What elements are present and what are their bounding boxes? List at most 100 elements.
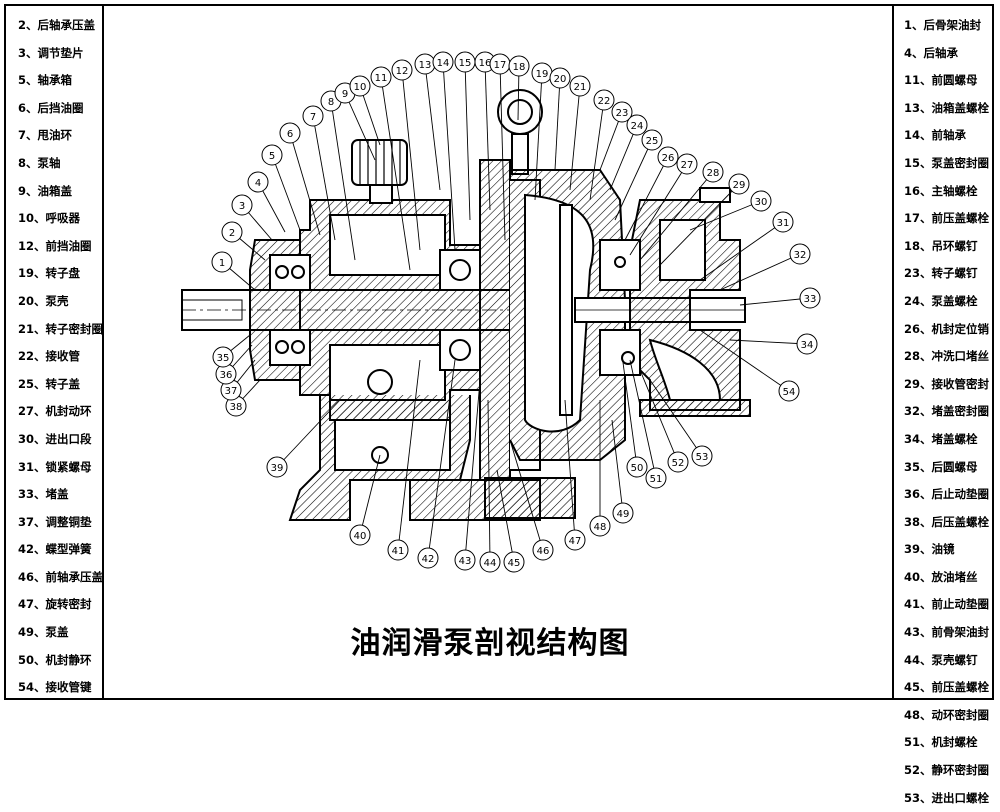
callout-leader-line <box>621 354 638 468</box>
right-legend-item: 32、堵盖密封圈 <box>904 404 990 419</box>
callout-leader-line <box>719 253 801 291</box>
callout-number: 16 <box>479 58 492 69</box>
callout-balloon <box>799 287 821 309</box>
right-legend-item: 44、泵壳螺钉 <box>904 652 978 667</box>
callout-leader-line <box>564 399 576 541</box>
left-legend-item: 37、调整铜垫 <box>18 514 92 529</box>
callout-leader-line <box>330 100 356 261</box>
callout-leader-line <box>659 183 740 266</box>
callout-balloon <box>691 445 713 467</box>
callout-number: 25 <box>646 136 659 147</box>
callout-number: 47 <box>569 536 582 547</box>
callout-7: 7 <box>302 105 336 241</box>
callout-26: 26 <box>624 146 679 241</box>
front-bearing-cover <box>479 159 511 481</box>
callout-leader-line <box>464 61 471 221</box>
callout-14: 14 <box>432 51 456 251</box>
callout-25: 25 <box>614 129 663 221</box>
left-legend-item: 33、堵盖 <box>18 487 69 502</box>
callout-leader-line <box>699 221 784 281</box>
callout-balloon <box>479 551 501 573</box>
oil-sight-glass <box>367 369 393 395</box>
right-legend-item: 1、后骨架油封 <box>904 18 982 32</box>
callout-29: 29 <box>659 173 750 266</box>
callout-number: 11 <box>375 73 388 84</box>
callout-30: 30 <box>689 190 772 231</box>
callout-number: 46 <box>537 546 550 557</box>
callout-number: 10 <box>354 82 367 93</box>
callout-number: 4 <box>255 178 261 189</box>
callout-53: 53 <box>649 379 713 467</box>
left-legend-item: 54、接收管键 <box>18 680 92 695</box>
callout-number: 15 <box>459 58 472 69</box>
callout-49: 49 <box>611 419 634 524</box>
callout-number: 9 <box>342 89 348 100</box>
left-legend-item: 12、前挡油圈 <box>18 238 92 253</box>
callout-number: 28 <box>707 168 720 179</box>
callout-40: 40 <box>349 454 381 546</box>
callout-number: 19 <box>536 69 549 80</box>
callout-balloon <box>349 75 371 97</box>
right-legend-item: 16、主轴螺栓 <box>904 183 978 198</box>
right-legend-item: 51、机封螺栓 <box>904 735 978 750</box>
callout-number: 22 <box>598 96 611 107</box>
callout-leader-line <box>401 69 421 251</box>
callout-number: 31 <box>777 218 790 229</box>
right-legend-item: 17、前压盖螺栓 <box>904 211 990 226</box>
callout-number: 35 <box>217 353 230 364</box>
left-legend-item: 46、前轴承压盖 <box>18 569 104 584</box>
callout-number: 29 <box>733 180 746 191</box>
callout-number: 53 <box>696 452 709 463</box>
callout-52: 52 <box>639 369 689 473</box>
callout-leader-line <box>614 139 653 221</box>
drawing-frame <box>4 4 994 700</box>
callout-balloon <box>626 114 648 136</box>
callout-leader-line <box>496 469 515 563</box>
callout-44: 44 <box>479 399 501 573</box>
left-legend-item: 6、后挡油圈 <box>18 100 84 115</box>
right-legend-item: 36、后止动垫圈 <box>904 487 990 502</box>
left-legend-item: 42、蝶型弹簧 <box>18 542 92 557</box>
callout-34: 34 <box>729 333 818 355</box>
callout-number: 7 <box>310 112 316 123</box>
left-legend-item: 8、泵轴 <box>18 155 61 170</box>
callout-balloon <box>778 380 800 402</box>
right-legend-item: 35、后圆螺母 <box>904 459 978 474</box>
callout-number: 54 <box>783 387 796 398</box>
callout-35: 35 <box>212 334 251 368</box>
callout-leader-line <box>344 92 376 161</box>
callout-24: 24 <box>609 114 648 191</box>
callout-28: 28 <box>639 161 724 261</box>
callout-number: 32 <box>794 250 807 261</box>
callout-number: 41 <box>392 546 405 557</box>
callout-leader-line <box>534 72 543 201</box>
callout-46: 46 <box>509 439 554 561</box>
right-legend-item: 18、吊环螺钉 <box>904 238 978 253</box>
callout-39: 39 <box>266 399 341 478</box>
left-legend-item: 50、机封静环 <box>18 652 92 667</box>
callout-4: 4 <box>247 171 286 233</box>
callout-leader-line <box>624 156 669 241</box>
left-legend-item: 10、呼吸器 <box>18 211 81 226</box>
callout-balloon <box>266 456 288 478</box>
callout-balloon <box>772 211 794 233</box>
callout-number: 50 <box>631 463 644 474</box>
left-legend-item: 19、转子盘 <box>18 266 81 281</box>
callout-number: 14 <box>437 58 450 69</box>
right-legend-item: 4、后轴承 <box>904 45 959 60</box>
callout-leader-line <box>509 439 544 551</box>
callout-number: 6 <box>287 129 293 140</box>
callout-number: 34 <box>801 340 814 351</box>
callout-balloon <box>532 539 554 561</box>
right-legend-item: 28、冲洗口堵丝 <box>904 349 990 364</box>
callout-number: 24 <box>631 121 644 132</box>
callout-number: 18 <box>513 62 526 73</box>
right-legend-item: 15、泵盖密封圈 <box>904 155 990 170</box>
callout-42: 42 <box>417 359 456 569</box>
callout-balloon <box>667 451 689 473</box>
callout-number: 23 <box>616 108 629 119</box>
front-bearing <box>439 249 481 371</box>
callout-balloon <box>728 173 750 195</box>
